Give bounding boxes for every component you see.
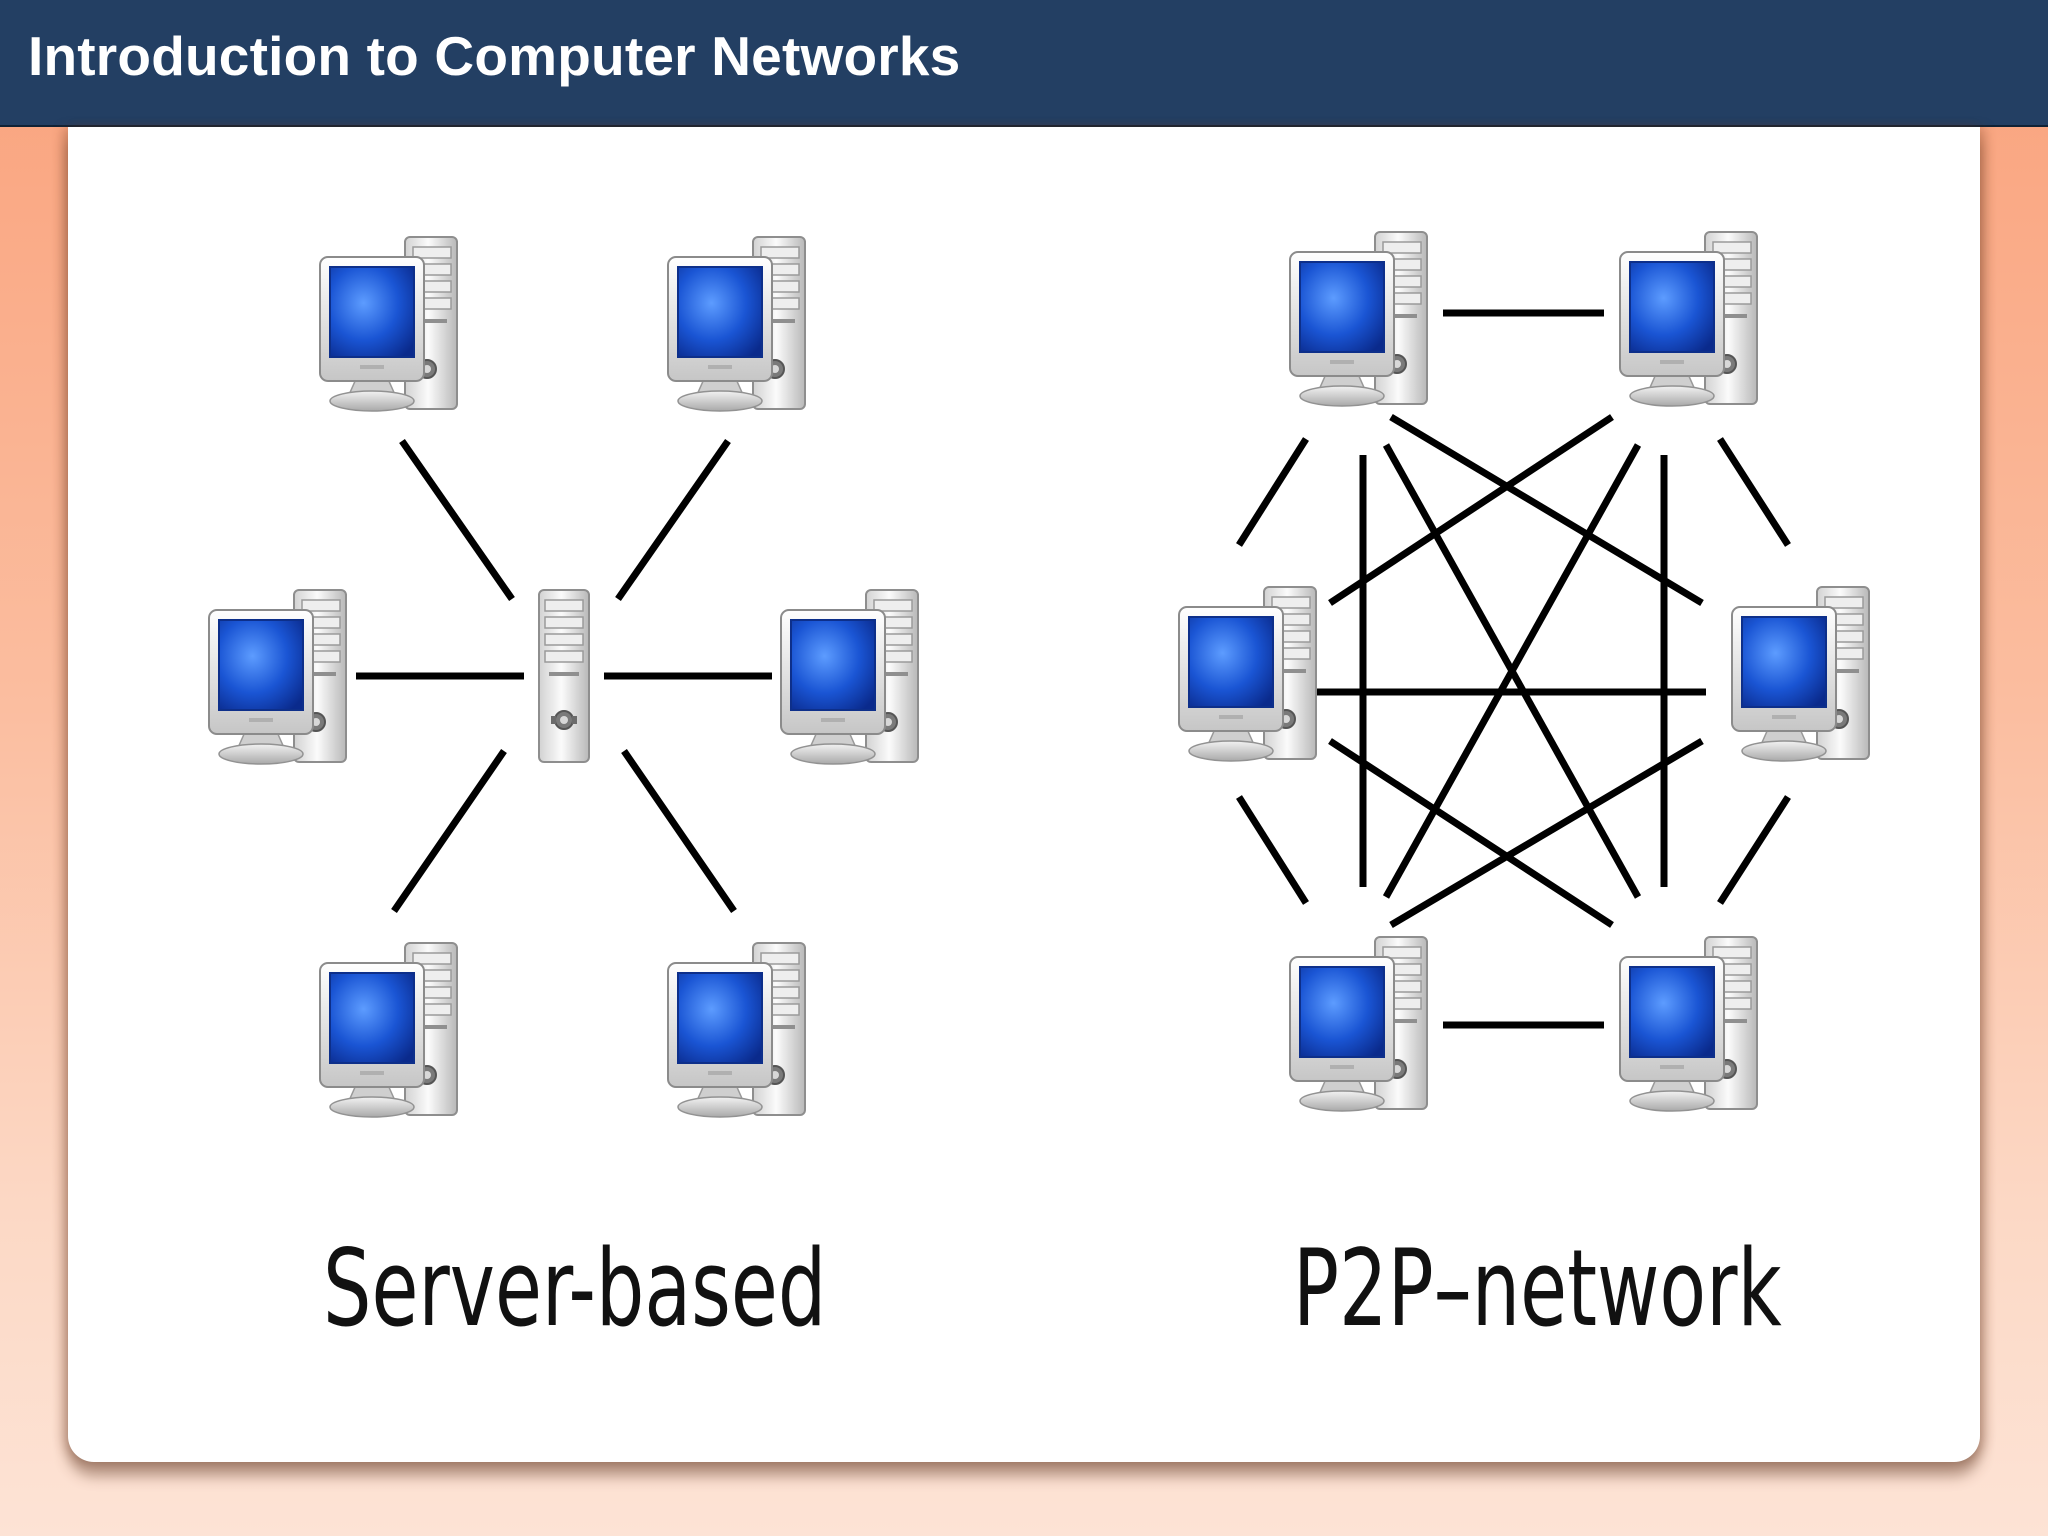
workstation-icon <box>780 589 919 765</box>
server-tower-icon <box>538 589 590 763</box>
p2p-link <box>1389 413 1704 607</box>
p2p-link <box>1236 437 1309 547</box>
link-server-to-pc-bottom-left <box>391 749 507 913</box>
workstation-icon <box>667 942 806 1118</box>
workstation-icon <box>1731 586 1870 762</box>
p2p-link <box>1382 443 1642 899</box>
workstation-icon <box>1289 936 1428 1112</box>
p2p-link <box>1389 737 1704 929</box>
p2p-network-label: P2P–network <box>1293 1227 1782 1350</box>
workstation-icon <box>208 589 347 765</box>
workstation-icon <box>667 236 806 412</box>
workstation-icon <box>1289 231 1428 407</box>
server-based-label: Server-based <box>323 1227 827 1350</box>
workstation-icon <box>1619 936 1758 1112</box>
p2p-link <box>1328 738 1614 928</box>
link-server-to-pc-top-left <box>399 439 515 601</box>
network-diagrams <box>208 231 1870 1118</box>
server-based-diagram <box>208 236 919 1118</box>
p2p-link <box>1236 795 1309 905</box>
p2p-diagram <box>1178 231 1870 1112</box>
workstation-icon <box>1619 231 1758 407</box>
p2p-link <box>1717 795 1791 905</box>
workstation-icon <box>319 236 458 412</box>
p2p-link <box>1717 437 1791 547</box>
p2p-link <box>1328 414 1614 606</box>
workstation-icon <box>1178 586 1317 762</box>
content-panel: Server-based P2P–network <box>68 127 1980 1462</box>
link-server-to-pc-bottom-right <box>621 749 737 913</box>
link-server-to-pc-top-right <box>615 439 731 601</box>
workstation-icon <box>319 942 458 1118</box>
slide-title: Introduction to Computer Networks <box>28 25 961 87</box>
title-bar: Introduction to Computer Networks <box>0 0 2048 127</box>
